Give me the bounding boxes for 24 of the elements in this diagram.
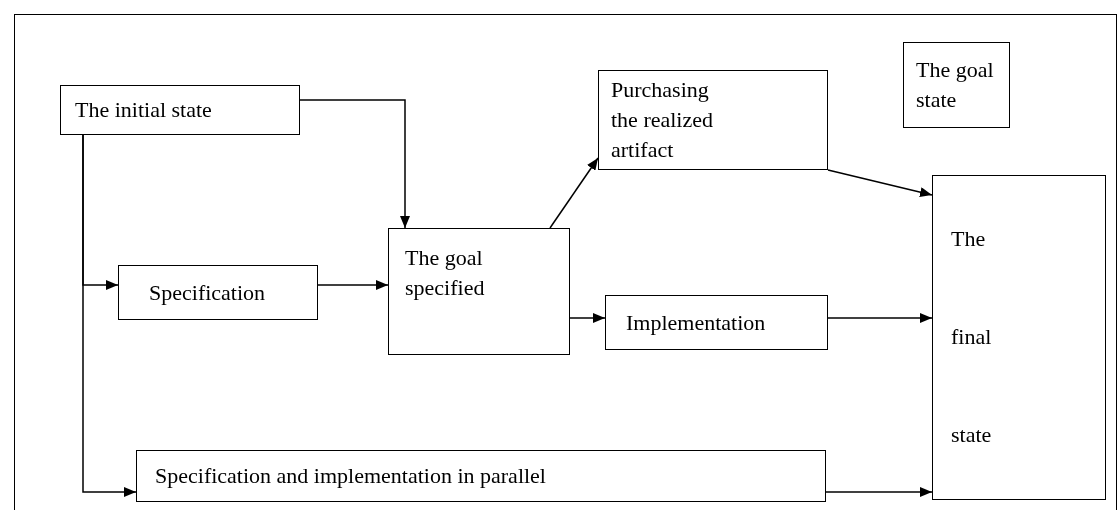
arrow [299,99,410,229]
process-box [118,265,318,320]
arrow [827,313,933,323]
process-box [60,85,300,135]
arrow [549,157,599,229]
arrow [827,169,933,198]
arrow [825,487,933,497]
arrow [317,280,389,290]
arrow [569,313,606,323]
process-box [932,175,1106,500]
process-box [598,70,828,170]
box-label: Specification and implementation in parallel [155,462,546,490]
process-box [605,295,828,350]
process-box [903,42,1010,128]
box-label: Specification [149,278,266,307]
process-box [136,450,826,502]
arrow [82,134,137,497]
box-label: The initial state [75,96,212,124]
box-label: The goal state [916,56,995,114]
box-label: The final state [951,225,993,449]
box-label: Purchasing the realized artifact [611,76,714,164]
box-label: Implementation [626,308,766,337]
box-label: The goal specified [405,244,486,302]
process-box [388,228,570,355]
